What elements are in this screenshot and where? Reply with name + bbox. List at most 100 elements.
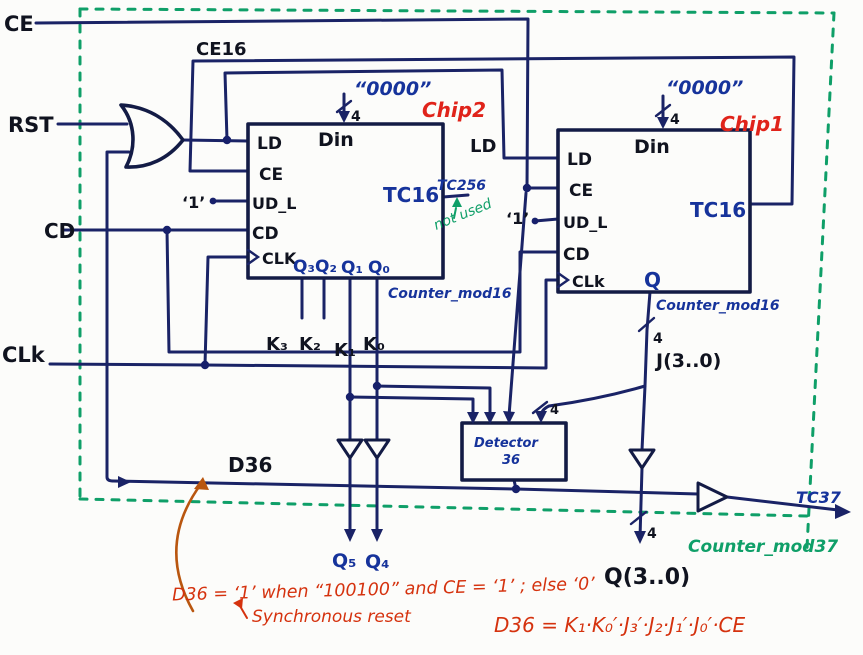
chip2-pin-cd: CD: [252, 224, 279, 244]
signal-label-rst: RST: [8, 113, 54, 137]
signal-label-tc37: TC37: [796, 488, 842, 507]
slash-din-chip1: [654, 103, 672, 118]
wire-k1-to-detector: [348, 395, 475, 418]
wire-tc37: [725, 495, 840, 512]
chip1-q-pin: Q: [644, 268, 661, 292]
chip1-pin-ld: LD: [567, 150, 592, 170]
k0-label: K₀: [363, 334, 385, 355]
chip2-tc256-pin: TC256: [437, 178, 486, 194]
detector-in-ce-arrow-icon: [503, 411, 515, 424]
signal-label-ce: CE: [4, 12, 34, 36]
j-bus-label: J(3..0): [654, 350, 721, 372]
d36-formula-note: D36 = K₁·K₀′·J₃′·J₂·J₁′·J₀′·CE: [494, 613, 746, 637]
wire-clk-to-chip2: [203, 255, 250, 367]
chip1-pin-ce: CE: [569, 181, 593, 201]
wire-one-chip1: [533, 217, 560, 223]
d36-note-curved-arrow: [175, 482, 203, 613]
tc37-buffer-icon: [696, 481, 729, 513]
q30-width: 4: [647, 526, 657, 542]
detector-in-j-arrow-icon: [535, 411, 547, 423]
detector-in-k0-arrow-icon: [484, 412, 496, 424]
q4-arrow-icon: [371, 529, 383, 542]
wire-label-ld: LD: [470, 136, 496, 157]
or-gate: [119, 103, 185, 169]
q5-buffer-icon: [336, 438, 364, 460]
detector36-box: [460, 421, 568, 482]
signal-label-ce16: CE16: [196, 39, 247, 60]
chip2-name: Chip2: [422, 98, 486, 122]
q30-arrow-icon: [634, 531, 646, 544]
chip2-din-width: 4: [351, 109, 361, 125]
q5-arrow-icon: [344, 529, 356, 542]
k3-label: K₃: [266, 334, 288, 355]
chip1-tc16-pin: TC16: [690, 198, 746, 222]
wire-tc256-stub: [441, 193, 470, 199]
chip1-pin-udl: UD_L: [563, 213, 607, 232]
chip1-pin-clk: CLk: [572, 272, 605, 291]
q4-buffer-icon: [363, 438, 391, 460]
chip2-caption: Counter_mod16: [388, 286, 512, 302]
chip1-name: Chip1: [720, 112, 784, 136]
d36-condition-note: D36 = ‘1’ when “100100” and CE = ‘1’ ; e…: [172, 574, 596, 605]
wire-k0-to-detector: [375, 384, 492, 418]
q-bus-label: Q(3..0): [604, 565, 690, 590]
chip1-din-pin: Din: [634, 136, 670, 158]
signal-label-cd: CD: [44, 219, 75, 243]
chip1-clock-wedge-icon: [556, 271, 571, 289]
chip1-pin-cd: CD: [563, 245, 590, 265]
chip1-box: [556, 128, 752, 294]
chip1-udl-constant: ‘1’: [506, 209, 529, 228]
signal-label-clk: CLk: [2, 343, 46, 367]
j-detector-width: 4: [550, 403, 559, 418]
chip1-din-value: “0000”: [666, 77, 743, 99]
din-chip2-arrow-icon: [338, 111, 350, 123]
chip2-pin-udl: UD_L: [252, 194, 296, 213]
chip2-clock-wedge-icon: [246, 248, 261, 266]
wire-cd-to-chip1: [165, 228, 560, 354]
d36-note-curved-arrowhead-icon: [194, 477, 209, 490]
reset-note-arrowhead-icon: [233, 598, 243, 609]
wire-ld-to-chip1: [223, 68, 560, 160]
chip2-din-value: “0000”: [354, 78, 431, 100]
wire-j-bus: [640, 290, 652, 452]
chip2-udl-constant: ‘1’: [182, 193, 205, 212]
mod37-boundary: [78, 7, 836, 550]
detector-title: Detector: [474, 436, 539, 451]
not-used-arrowhead-icon: [452, 197, 462, 207]
chip2-box: [246, 122, 445, 280]
junction-dots: [162, 135, 539, 494]
chip1-caption: Counter_mod16: [656, 298, 780, 314]
j-bus-width: 4: [653, 331, 663, 347]
chip2-q0-pin: Q₀: [368, 258, 390, 278]
wire-ce-to-detector: [507, 191, 528, 418]
synchronous-reset-note: Synchronous reset: [252, 607, 412, 627]
mod37-caption: Counter_mod37: [688, 537, 838, 557]
chip2-q2-pin: Q₂: [315, 257, 337, 277]
k1-label: K₁: [334, 340, 356, 361]
q4-label: Q₄: [365, 551, 389, 573]
wire-ce16-loop: [188, 55, 796, 206]
arrowheads: [118, 111, 851, 544]
wire-q30-out: [638, 466, 644, 540]
chip1-din-width: 4: [670, 112, 680, 128]
not-used-arrow-icon: [453, 207, 457, 219]
wires: [34, 17, 840, 540]
slash-j-bus: [637, 316, 656, 333]
chip2-tc16-pin: TC16: [383, 183, 439, 207]
din-chip1-arrow-icon: [657, 117, 669, 129]
tc37-arrow-icon: [835, 504, 851, 519]
q30-buffer-icon: [628, 448, 656, 470]
chip2-q1-pin: Q₁: [341, 258, 363, 278]
wire-clk: [48, 362, 207, 367]
chip2-pin-ld: LD: [257, 134, 282, 154]
chip2-din-pin: Din: [318, 129, 354, 151]
d36-corner-arrow-icon: [118, 476, 131, 488]
signal-label-d36: D36: [228, 453, 272, 477]
wire-ce: [34, 17, 530, 190]
wire-d36-feedback: [105, 150, 131, 483]
chip2-pin-ce: CE: [259, 165, 283, 185]
wire-or-output-ld: [181, 138, 250, 143]
chip2-q3-pin: Q₃: [293, 257, 315, 277]
